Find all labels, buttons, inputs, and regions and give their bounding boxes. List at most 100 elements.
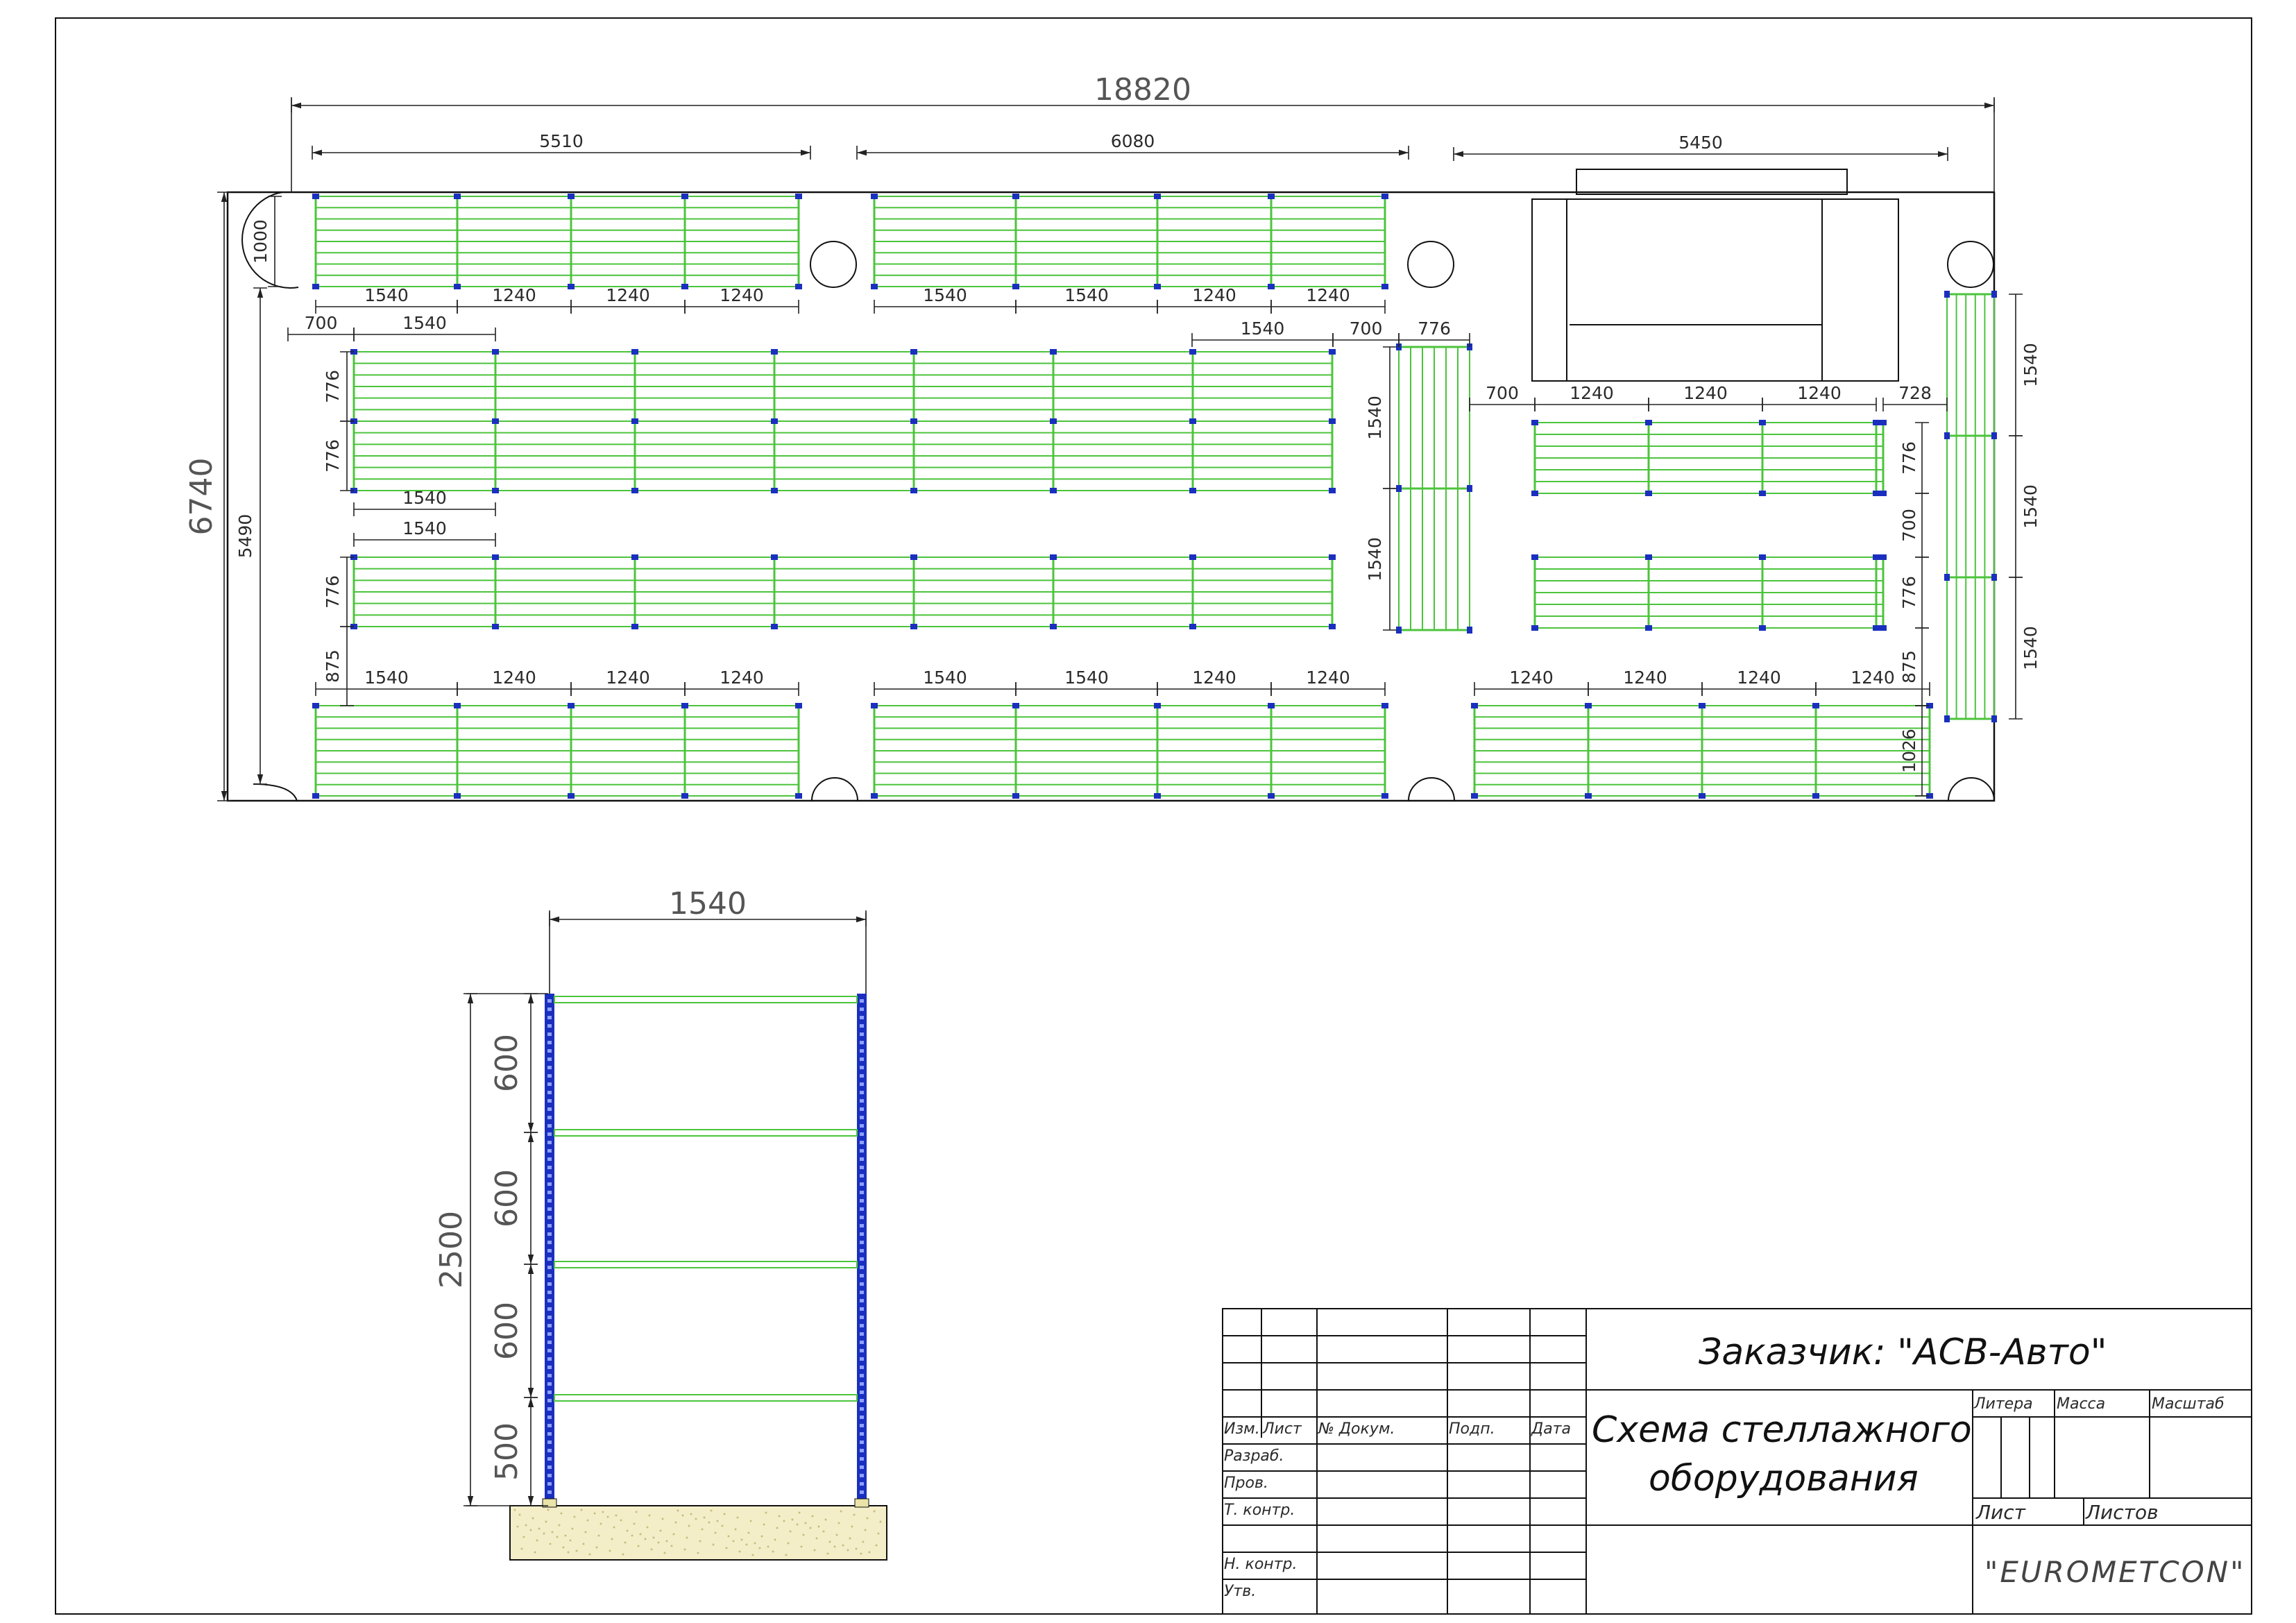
dimension: 776 bbox=[323, 420, 354, 491]
drawing-title-line1: Схема стеллажного bbox=[1592, 1409, 1972, 1451]
dimension-label: 700 bbox=[1350, 318, 1383, 339]
sheets-label: Листов bbox=[2085, 1501, 2159, 1524]
upright-post bbox=[1189, 349, 1196, 355]
dimension-label: 1240 bbox=[492, 668, 536, 688]
upright-post bbox=[795, 793, 802, 799]
upright-post bbox=[1880, 491, 1887, 496]
rack-row bbox=[1531, 420, 1887, 496]
upright-post bbox=[1585, 793, 1592, 799]
dimension: 776 bbox=[1899, 556, 1929, 629]
upright-post bbox=[1381, 703, 1388, 708]
upright-post bbox=[454, 703, 461, 708]
dimension-label: 1540 bbox=[1064, 285, 1109, 305]
dimension: 500 bbox=[489, 1397, 538, 1506]
upright-post bbox=[1759, 625, 1766, 631]
upright-post bbox=[1471, 703, 1478, 708]
dimension-label: 700 bbox=[305, 313, 338, 333]
rack-row bbox=[1531, 554, 1887, 631]
dimension-label: 2500 bbox=[434, 1211, 469, 1289]
row-razrab: Разраб. bbox=[1224, 1447, 1284, 1465]
dimension: 1240 bbox=[1270, 668, 1386, 696]
upright-post bbox=[871, 793, 878, 799]
upright-post bbox=[631, 349, 638, 355]
dimension-label: 700 bbox=[1486, 383, 1519, 403]
dimension: 5450 bbox=[1453, 133, 1948, 161]
dimension: 5510 bbox=[312, 131, 811, 160]
upright-post bbox=[771, 554, 778, 560]
dimension-label: 1540 bbox=[923, 668, 967, 688]
upright-post bbox=[1329, 349, 1336, 355]
upright-post bbox=[568, 194, 575, 199]
floor-slab bbox=[509, 1505, 887, 1561]
upright-post bbox=[1329, 418, 1336, 424]
upright-post bbox=[1268, 793, 1275, 799]
dimension-label: 1540 bbox=[2021, 484, 2041, 529]
dimension: 700 bbox=[1899, 493, 1929, 558]
upright-post bbox=[910, 488, 917, 493]
upright-post bbox=[1050, 488, 1057, 493]
upright-post bbox=[910, 624, 917, 629]
upright-post bbox=[1873, 491, 1880, 496]
dimension-label: 1240 bbox=[492, 285, 536, 305]
dimension: 1540 bbox=[874, 668, 1017, 696]
dimension: 1240 bbox=[1762, 383, 1877, 411]
dimension: 728 bbox=[1882, 383, 1948, 411]
upright-post bbox=[631, 554, 638, 560]
upright-post bbox=[1531, 491, 1538, 496]
dimension: 1240 bbox=[1648, 383, 1763, 411]
col-data: Дата bbox=[1531, 1420, 1571, 1438]
upright-post bbox=[1991, 291, 1997, 298]
dimension-label: 1240 bbox=[1683, 383, 1728, 403]
rack-column bbox=[1944, 291, 1997, 722]
upright-post bbox=[1880, 625, 1887, 631]
dimension-label: 1540 bbox=[364, 285, 409, 305]
upright-post bbox=[1926, 793, 1933, 799]
dimension: 1540 bbox=[874, 285, 1017, 314]
dimension-label: 1240 bbox=[1737, 668, 1781, 688]
dimension: 1540 bbox=[549, 886, 867, 926]
sheet-frame bbox=[55, 17, 2252, 1615]
upright-post bbox=[1189, 488, 1196, 493]
dimension: 1240 bbox=[1157, 285, 1272, 314]
upright-post bbox=[771, 418, 778, 424]
dimension: 1540 bbox=[353, 488, 496, 516]
upright-post bbox=[1050, 418, 1057, 424]
col-doc: № Докум. bbox=[1318, 1420, 1395, 1438]
rack-row bbox=[871, 703, 1388, 799]
dimension: 1240 bbox=[1474, 668, 1589, 696]
upright-post bbox=[492, 349, 499, 355]
upright-post bbox=[1880, 554, 1887, 560]
dimension-label: 1240 bbox=[606, 285, 650, 305]
col-podp: Подп. bbox=[1449, 1420, 1495, 1438]
dimension-label: 5490 bbox=[235, 514, 255, 559]
rack-row bbox=[312, 703, 802, 799]
dimension-label: 1026 bbox=[1899, 729, 1919, 773]
upright-post bbox=[1012, 793, 1019, 799]
dimension: 1540 bbox=[1365, 346, 1397, 489]
upright-post bbox=[1012, 284, 1019, 289]
upright-post bbox=[771, 488, 778, 493]
upright-post bbox=[795, 703, 802, 708]
dimension: 18820 bbox=[291, 72, 1995, 112]
upright-post bbox=[681, 703, 688, 708]
upright-post bbox=[1381, 793, 1388, 799]
upright-post bbox=[1381, 194, 1388, 199]
upright-post bbox=[910, 418, 917, 424]
shelf-beam bbox=[554, 996, 858, 1003]
upright-post bbox=[1645, 554, 1652, 560]
upright-post bbox=[1645, 491, 1652, 496]
upright-post bbox=[1467, 485, 1472, 492]
sheet-label: Лист bbox=[1975, 1501, 2026, 1524]
dimension: 1240 bbox=[457, 668, 572, 696]
dimension-label: 1240 bbox=[720, 668, 764, 688]
drawing-title-line2: оборудования bbox=[1649, 1458, 1919, 1499]
dimension: 1540 bbox=[2009, 294, 2041, 436]
dimension: 1540 bbox=[353, 518, 496, 547]
upright-post bbox=[1944, 432, 1950, 439]
dimension: 6080 bbox=[856, 131, 1409, 160]
company-name: "EUROMETCON" bbox=[1984, 1555, 2245, 1589]
upright-post bbox=[1759, 554, 1766, 560]
shelf-beam bbox=[554, 1129, 858, 1137]
upright-post bbox=[1531, 625, 1538, 631]
col-litera: Литера bbox=[1973, 1395, 2033, 1413]
